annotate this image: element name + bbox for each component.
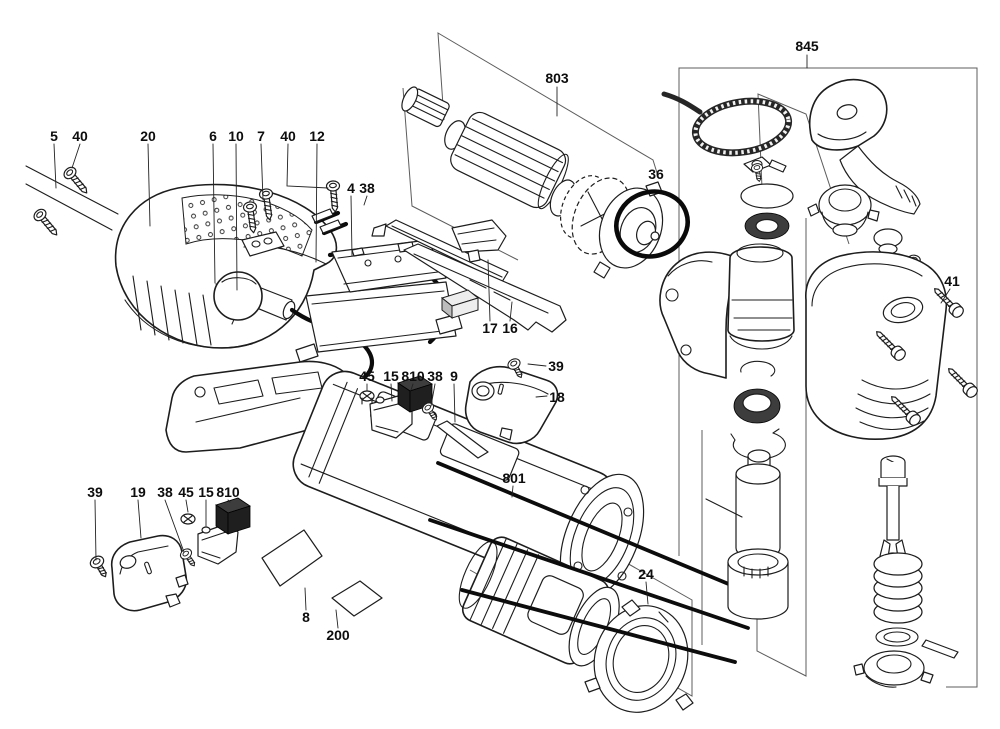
screw-39-bottom-left bbox=[87, 553, 113, 581]
leader-lines bbox=[53, 54, 951, 629]
part-label-45-1: 45 bbox=[359, 368, 375, 384]
part-label-845: 845 bbox=[795, 38, 819, 54]
part-label-6: 6 bbox=[209, 128, 217, 144]
armature-803 bbox=[401, 86, 690, 279]
part-label-9: 9 bbox=[450, 368, 458, 384]
part-label-19: 19 bbox=[130, 484, 146, 500]
small-block bbox=[440, 289, 480, 320]
part-label-200: 200 bbox=[326, 627, 350, 643]
part-label-38-3: 38 bbox=[157, 484, 173, 500]
brush-kit-left bbox=[110, 497, 251, 612]
fastener-set-845 bbox=[743, 156, 787, 183]
bearing-stack bbox=[705, 360, 789, 620]
clamp-block bbox=[241, 231, 285, 257]
cable-tie bbox=[661, 91, 793, 157]
part-label-17: 17 bbox=[482, 320, 498, 336]
nameplate-8 bbox=[261, 529, 323, 587]
cover-18 bbox=[464, 366, 559, 445]
part-label-810-1: 810 bbox=[401, 368, 425, 384]
part-label-7: 7 bbox=[257, 128, 265, 144]
o-ring-36 bbox=[614, 189, 690, 259]
slider-bar-17 bbox=[371, 219, 509, 283]
spring bbox=[873, 552, 923, 624]
roller-sleeve bbox=[727, 548, 789, 620]
brush-leads bbox=[428, 461, 757, 664]
lever-assembly bbox=[807, 78, 921, 237]
part-label-15-1: 15 bbox=[383, 368, 399, 384]
brush-kit-top bbox=[359, 375, 433, 439]
housing-cover-20 bbox=[114, 183, 338, 349]
part-label-803: 803 bbox=[545, 70, 569, 86]
part-label-16: 16 bbox=[502, 320, 518, 336]
cord-5 bbox=[25, 165, 119, 231]
part-label-12: 12 bbox=[309, 128, 325, 144]
part-label-36: 36 bbox=[648, 166, 664, 182]
part-label-810-2: 810 bbox=[216, 484, 240, 500]
part-label-39-2: 39 bbox=[87, 484, 103, 500]
flange-bearing bbox=[853, 650, 934, 688]
part-label-10: 10 bbox=[228, 128, 244, 144]
screw-40-center bbox=[325, 179, 343, 214]
part-label-8: 8 bbox=[302, 609, 310, 625]
label-strip-9 bbox=[436, 420, 489, 459]
bearing-cup bbox=[593, 181, 664, 279]
part-label-15-2: 15 bbox=[198, 484, 214, 500]
part-label-38-2: 38 bbox=[427, 368, 443, 384]
upper-bearing bbox=[744, 212, 790, 240]
screw-41-c bbox=[943, 363, 981, 401]
part-label-39-1: 39 bbox=[548, 358, 564, 374]
part-label-40-2: 40 bbox=[280, 128, 296, 144]
pin bbox=[921, 639, 959, 659]
clevis-shaft-assembly bbox=[853, 455, 959, 688]
part-label-801: 801 bbox=[502, 470, 526, 486]
part-number-labels: 5 40 20 6 10 7 40 12 4 38 803 36 845 41 … bbox=[50, 38, 960, 643]
slider-bar-16 bbox=[403, 243, 567, 333]
gearhead-housing bbox=[659, 183, 795, 379]
ball-joint-10 bbox=[213, 271, 296, 321]
spindle bbox=[705, 449, 781, 560]
part-label-24: 24 bbox=[638, 566, 654, 582]
part-label-45-2: 45 bbox=[178, 484, 194, 500]
motor-cover-41 bbox=[805, 251, 948, 440]
part-label-18: 18 bbox=[549, 389, 565, 405]
screw-40-left-lower bbox=[31, 206, 63, 240]
part-label-5: 5 bbox=[50, 128, 58, 144]
wave-washer bbox=[875, 627, 919, 647]
part-label-40-1: 40 bbox=[72, 128, 88, 144]
part-label-20: 20 bbox=[140, 128, 156, 144]
assembly-frame-803 bbox=[437, 32, 659, 177]
part-label-41: 41 bbox=[944, 273, 960, 289]
nameplate-200 bbox=[331, 580, 383, 617]
part-label-38-1: 38 bbox=[359, 180, 375, 196]
part-label-4: 4 bbox=[347, 180, 355, 196]
